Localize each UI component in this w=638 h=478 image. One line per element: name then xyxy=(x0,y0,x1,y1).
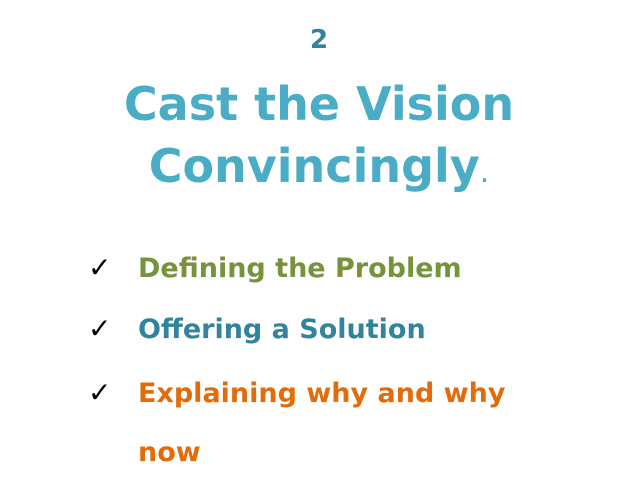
bullet-text-offering-solution: Offering a Solution xyxy=(138,314,426,345)
bullet-text-explaining-why: Explaining why and why xyxy=(138,378,506,409)
checkmark-icon: ✓ xyxy=(88,376,112,409)
checkmark-icon: ✓ xyxy=(88,312,112,345)
slide-title-line-2-text: Convincingly xyxy=(148,139,480,193)
slide-number: 2 xyxy=(309,25,329,55)
bullet-text-defining-problem: Defining the Problem xyxy=(138,253,462,284)
slide-title-period: . xyxy=(479,155,490,190)
bullet-item-3: ✓ Explaining why and why xyxy=(0,371,638,419)
slide-title-line-1: Cast the Vision xyxy=(123,77,515,131)
bullet-text-explaining-why-continuation: now xyxy=(138,437,201,468)
checkmark-icon: ✓ xyxy=(88,251,112,284)
bullet-item-2: ✓ Offering a Solution xyxy=(0,307,638,355)
slide-title-line-2: Convincingly. xyxy=(0,137,638,202)
bullet-item-1: ✓ Defining the Problem xyxy=(0,246,638,294)
